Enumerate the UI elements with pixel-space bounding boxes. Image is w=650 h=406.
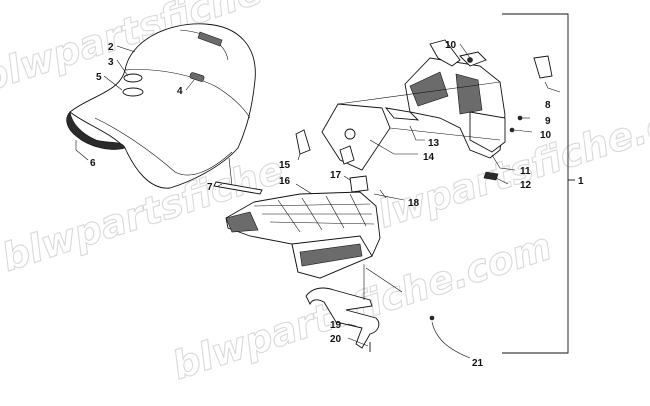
fastener-21 [429,315,435,321]
leader-6 [75,140,89,161]
mount-plate-body [321,103,391,171]
screw-9 [517,115,523,121]
bracket-17 [349,175,369,193]
callout-2: 2 [108,42,114,53]
leader-21 [431,321,471,359]
leader-10a [459,43,471,59]
callout-7: 7 [207,182,213,193]
leader-15 [297,153,301,161]
tab-14 [339,145,355,165]
mount-plate [295,81,501,171]
callout-13: 13 [428,138,440,149]
seat-leader-7 [228,157,233,187]
callout-16: 16 [279,176,291,187]
callout-12: 12 [520,180,532,191]
clip-12 [483,171,499,181]
tube-19 [305,287,380,349]
assembly-line-upper [337,81,501,105]
backrest-assembly [404,39,553,181]
callout-3: 4 [177,86,183,97]
seat-body [69,23,256,189]
callouts: 2 3 5 4 6 7 10 8 9 10 11 12 13 14 15 16 … [90,40,584,369]
leader-5 [103,75,123,91]
seat [66,23,263,195]
callout-1: 1 [578,176,584,187]
seat-strap-7 [213,181,263,195]
seat-emblem-4 [123,73,143,83]
callout-6: 6 [90,158,96,169]
leader-18 [373,193,405,201]
assembly-line-lower [389,127,501,141]
leader-12 [495,177,509,185]
tube-assembly [305,264,471,359]
backrest-handle-top [459,51,487,67]
frame-pan-front [225,211,259,233]
callout-10-side: 10 [540,130,552,141]
screw-10-top [467,57,473,63]
leader-17 [343,175,351,181]
seat-emblem-5 [122,87,144,97]
callout-9: 9 [545,116,551,127]
backrest-leaders [459,43,561,185]
leader-13 [409,125,425,141]
mount-plate-hole [344,128,356,140]
frame-pan-recess [299,243,363,267]
leader-7b [217,183,223,187]
leader-11 [491,154,516,171]
seat-front-shadow [66,111,126,150]
seat-leaders [75,45,223,187]
leader-8 [544,81,561,93]
bracket-13 [384,107,420,121]
seat-seam-lower [94,117,233,176]
callout-5: 5 [96,72,102,83]
callout-19: 19 [330,320,342,331]
callout-8: 8 [545,100,551,111]
leader-10b [513,129,533,133]
seat-logo-plate [197,31,223,47]
assembly-bracket [502,13,575,354]
bracket-line [502,13,569,354]
pin-18 [379,189,387,199]
seat-handle-3 [189,72,205,82]
leader-19 [347,323,357,327]
leader-20 [347,337,369,347]
leader-2 [116,45,136,53]
callout-11: 11 [520,166,531,177]
leader-16 [295,183,313,195]
backrest-lower-panel [469,111,506,153]
frame-rails [253,203,375,225]
leader-14 [369,139,418,155]
leader-3 [185,79,195,91]
screw-10-side [509,127,515,133]
tab-15 [295,129,311,155]
callout-15: 15 [279,160,291,171]
latch-8 [533,55,553,79]
backrest-center-pad [455,73,483,115]
callout-18: 18 [408,198,420,209]
callout-17: 17 [330,170,342,181]
assembly-line-tube-1 [365,267,403,293]
frame-crossbars [277,193,367,233]
callout-4: 3 [108,57,114,68]
callout-21: 21 [472,358,484,369]
backrest-side-pad [409,71,449,107]
seat-seam-upper [124,69,251,119]
leader-4 [116,59,129,77]
callout-10-top: 10 [445,40,457,51]
callout-20: 20 [330,334,342,345]
backrest-handle-left [429,39,461,67]
callout-14: 14 [423,152,435,163]
frame-pan [225,175,405,279]
